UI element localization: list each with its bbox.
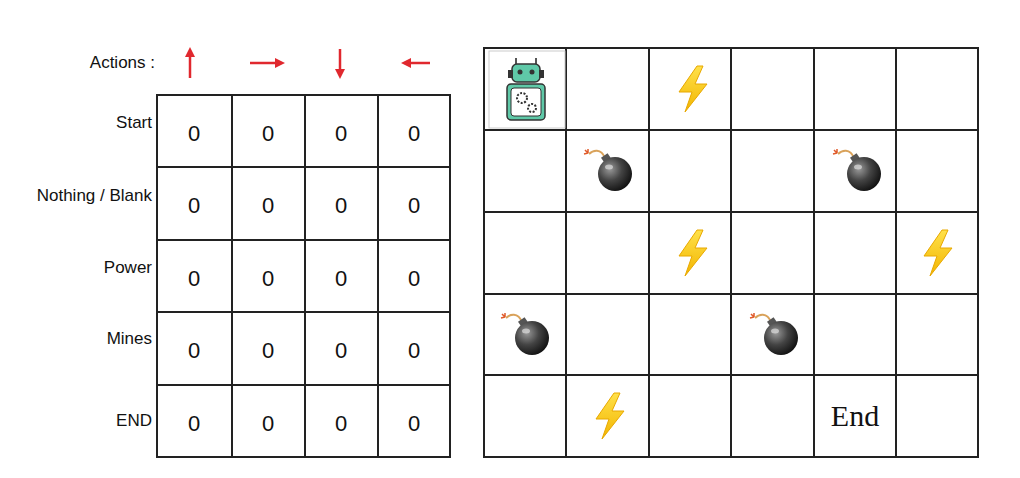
power-icon <box>679 230 707 276</box>
table-cell: 0 <box>248 413 288 435</box>
row-label: Nothing / Blank <box>37 187 152 204</box>
table-cell: 0 <box>321 413 361 435</box>
table-cell: 0 <box>174 195 214 217</box>
table-cell: 0 <box>174 413 214 435</box>
row-label: Power <box>104 259 152 276</box>
table-cell: 0 <box>248 340 288 362</box>
table-cell: 0 <box>394 123 434 145</box>
table-cell: 0 <box>321 195 361 217</box>
table-cell: 0 <box>321 340 361 362</box>
table-cell: 0 <box>248 123 288 145</box>
power-icon <box>924 230 952 276</box>
mine-icon <box>750 313 798 355</box>
mine-icon <box>584 149 632 191</box>
q-table <box>157 95 450 457</box>
mine-icon <box>833 149 881 191</box>
table-cell: 0 <box>321 123 361 145</box>
table-cell: 0 <box>394 195 434 217</box>
end-label: End <box>815 401 895 431</box>
axis-label: Actions : <box>90 54 155 71</box>
table-cell: 0 <box>174 123 214 145</box>
action-arrows <box>185 47 430 79</box>
power-icon <box>596 393 624 439</box>
table-cell: 0 <box>248 195 288 217</box>
table-cell: 0 <box>321 268 361 290</box>
row-label: Mines <box>107 330 152 347</box>
table-cell: 0 <box>248 268 288 290</box>
row-label: END <box>116 412 152 429</box>
environment-grid <box>484 48 978 457</box>
power-icon <box>679 66 707 112</box>
robot <box>489 51 565 128</box>
mine-icon <box>501 313 549 355</box>
table-cell: 0 <box>394 413 434 435</box>
table-cell: 0 <box>174 268 214 290</box>
table-cell: 0 <box>174 340 214 362</box>
row-label: Start <box>116 114 152 131</box>
table-cell: 0 <box>394 268 434 290</box>
table-cell: 0 <box>394 340 434 362</box>
